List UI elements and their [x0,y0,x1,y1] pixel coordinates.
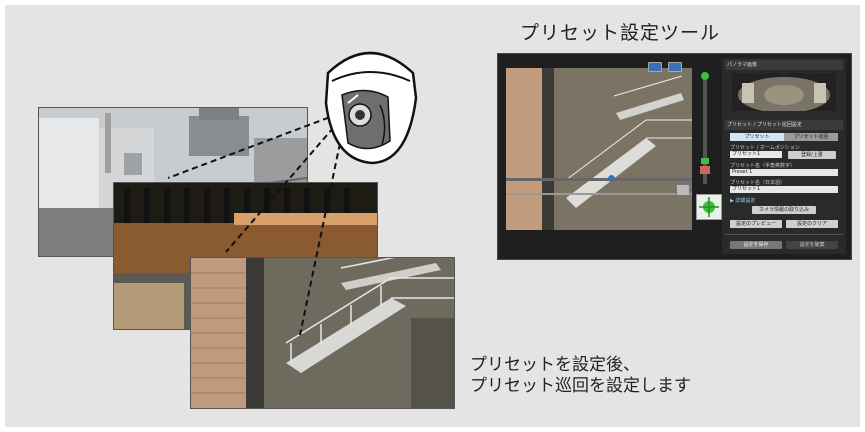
zoom-slider[interactable] [703,74,707,184]
preset-position-select[interactable]: プリセット1 [730,151,782,158]
tab-preset[interactable]: プリセット [730,133,784,141]
pan-slider[interactable] [506,178,692,181]
discard-button[interactable]: 設定を破棄 [786,241,838,249]
tool-title: プリセット設定ツール [520,22,721,44]
focus-indicator-icon [701,158,709,164]
dome-camera-icon [318,33,423,168]
dome-camera-drawing [324,51,418,165]
tool-side-panel: パノラマ画像 プリセット / プリセット巡回設定 プリセット プリセット巡回 プ… [722,58,846,254]
preview-button[interactable]: 設定のプレビュー [730,220,782,228]
caption-line-1: プリセットを設定後、 [470,355,640,375]
preset-name-en-input[interactable]: Preset 1 [730,169,838,176]
position-label: プリセット / ホームポジション [730,145,800,151]
preset-tool-window: パノラマ画像 プリセット / プリセット巡回設定 プリセット プリセット巡回 プ… [497,53,852,260]
zoom-in-icon[interactable] [648,62,662,72]
tool-live-view [506,68,692,230]
panorama-image [732,73,836,111]
pan-slider-thumb[interactable] [608,175,615,182]
name-en-label: プリセット名（半角英数字） [730,163,796,169]
preset-section-heading: プリセット / プリセット巡回設定 [725,120,843,130]
zoom-out-icon[interactable] [668,62,682,72]
preset-name-ja-input[interactable]: プリセット1 [730,186,838,193]
pan-tilt-glyph [699,197,719,217]
record-icon[interactable] [700,166,710,174]
detail-settings-toggle[interactable]: ▶ 詳細設定 [730,198,756,204]
caption: プリセットを設定後、 プリセット巡回を設定します [470,355,691,397]
fullscreen-icon[interactable] [676,184,690,196]
tab-preset-tour[interactable]: プリセット巡回 [784,133,838,141]
projection-line-2 [225,119,341,253]
register-button[interactable]: 登録/上書 [788,151,836,159]
camera-info-button[interactable]: カメラ情報の取り込み [752,206,816,214]
caption-line-2: プリセット巡回を設定します [470,376,691,396]
projection-line-1 [167,113,339,179]
pan-tilt-control-icon[interactable] [696,194,722,220]
save-button[interactable]: 設定を保存 [730,241,782,249]
projection-line-3 [299,123,345,336]
camera-view-photo-stairs [190,257,455,409]
panorama-heading: パノラマ画像 [725,60,843,70]
clear-button[interactable]: 設定のクリア [786,220,838,228]
panorama-fisheye [732,73,836,111]
live-view-stairs [506,68,692,230]
stairs-scene [191,258,454,408]
zoom-max-icon [701,72,709,80]
divider [725,234,843,235]
name-ja-label: プリセット名（日本語） [730,180,786,186]
